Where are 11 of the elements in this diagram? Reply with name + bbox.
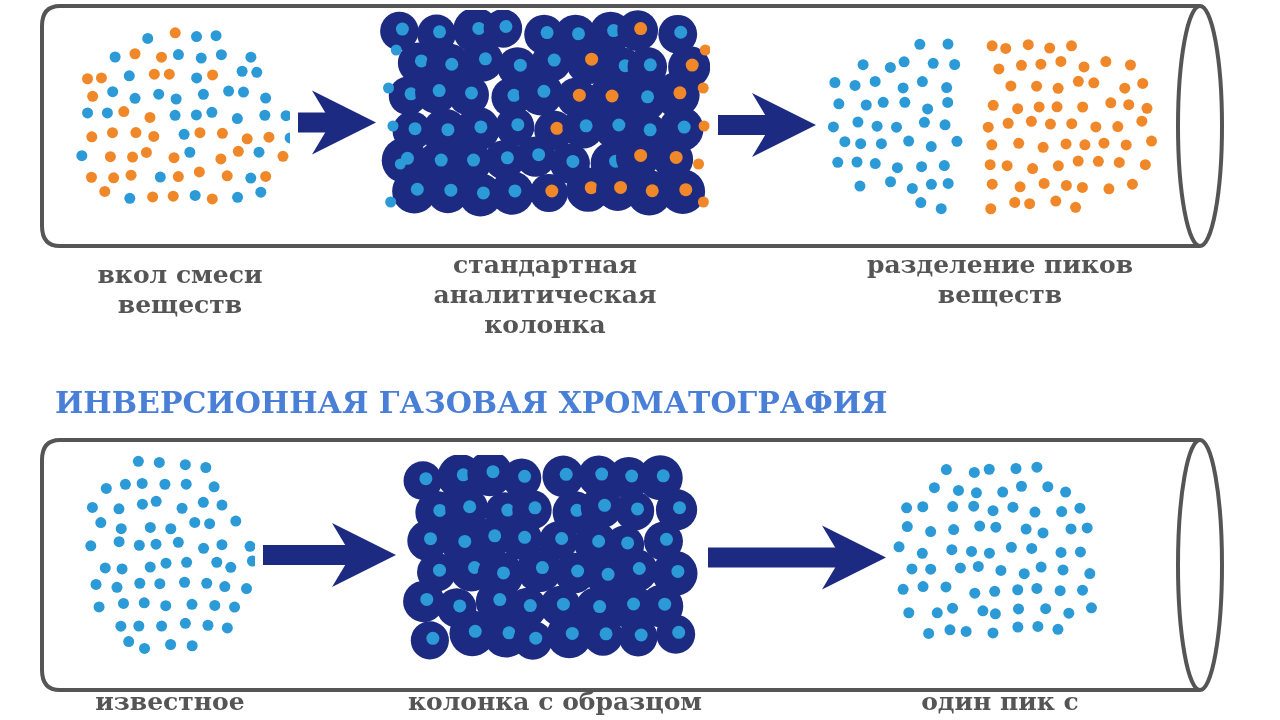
node-label: разделение пиков веществ (865, 250, 1135, 310)
node-label: вкол смеси веществ (96, 260, 264, 320)
node-label: известное (94, 687, 246, 717)
arrow (708, 525, 886, 590)
arrow (718, 93, 816, 157)
arrow (298, 90, 376, 155)
section-heading: ИНВЕРСИОННАЯ ГАЗОВАЯ ХРОМАТОГРАФИЯ (55, 385, 888, 420)
node-label: один пик с (920, 687, 1080, 717)
node-label: колонка с образцом (406, 687, 704, 717)
node-label: стандартная аналитическая колонка (432, 250, 658, 340)
arrow (263, 523, 396, 587)
